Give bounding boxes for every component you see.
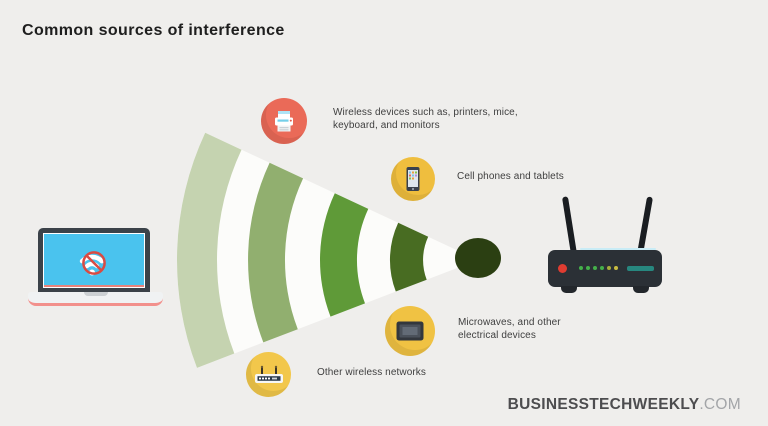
callout-microwaves: Microwaves, and other electrical devices [385, 306, 588, 356]
signal-origin-dot [455, 238, 501, 278]
router-signal-bar [627, 266, 654, 271]
signal-arc-2 [248, 162, 304, 343]
no-wifi-icon [79, 250, 106, 275]
brand-tld: .COM [699, 396, 741, 413]
router-foot [633, 286, 649, 293]
microwave-icon [385, 306, 435, 356]
router-led [593, 266, 597, 270]
router-foot [561, 286, 577, 293]
router-status-leds [579, 266, 618, 270]
router-led [586, 266, 590, 270]
callout-label: Other wireless networks [317, 367, 426, 378]
router-antenna-left [561, 196, 577, 255]
router-illustration [547, 192, 665, 296]
laptop-illustration [28, 225, 163, 306]
callout-wireless-devices: Wireless devices such as, printers, mice… [261, 98, 518, 144]
router-antenna-right [637, 196, 654, 255]
laptop-base-notch [84, 292, 108, 296]
page-title: Common sources of interference [22, 22, 285, 39]
callout-label: Microwaves, and other electrical devices [458, 317, 561, 341]
signal-arc-inner [389, 222, 429, 292]
router-led [607, 266, 611, 270]
router-led [614, 266, 618, 270]
callout-label: Wireless devices such as, printers, mice… [333, 107, 518, 131]
signal-arc-3 [320, 193, 369, 317]
router-body [548, 248, 662, 287]
router-led [600, 266, 604, 270]
laptop-screen [38, 228, 150, 292]
brand-logo: BUSINESSTECHWEEKLY.COM [508, 396, 741, 414]
callout-cell-phones: Cell phones and tablets [391, 157, 607, 201]
wifi-router-icon [246, 352, 291, 397]
callout-other-networks: Other wireless networks [246, 352, 467, 397]
printer-icon [261, 98, 307, 144]
laptop-base [28, 292, 163, 306]
callout-label: Cell phones and tablets [457, 171, 564, 182]
router-led [579, 266, 583, 270]
smartphone-icon [391, 157, 435, 201]
router-power-led [558, 264, 567, 273]
brand-name: BUSINESSTECHWEEKLY [507, 396, 700, 413]
signal-arc-outer [176, 132, 242, 368]
laptop-screen-display [43, 233, 145, 288]
